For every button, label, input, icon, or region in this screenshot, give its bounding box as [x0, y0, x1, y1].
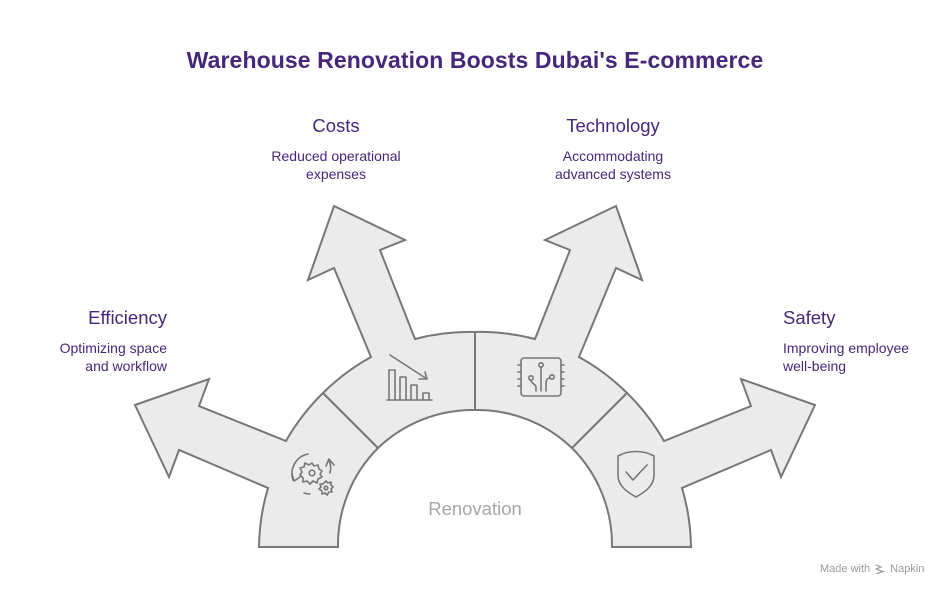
gears-cycle-icon	[291, 453, 335, 496]
segment-safety-shape[interactable]	[570, 377, 817, 548]
segment-technology-label: Technology Accommodating advanced system…	[523, 115, 703, 183]
description-line: advanced systems	[555, 166, 671, 182]
segment-technology-description: Accommodating advanced systems	[523, 147, 703, 183]
segment-costs-label: Costs Reduced operational expenses	[246, 115, 426, 183]
segment-safety-label: Safety Improving employee well-being	[783, 307, 943, 375]
segment-efficiency-heading: Efficiency	[88, 307, 167, 328]
description-line: Optimizing space	[59, 340, 167, 356]
segment-technology-shape[interactable]	[474, 204, 644, 450]
segment-technology-heading: Technology	[566, 115, 660, 136]
segment-efficiency-shape[interactable]	[133, 377, 380, 548]
credit-prefix: Made with	[820, 563, 871, 575]
page-title: Warehouse Renovation Boosts Dubai's E-co…	[186, 47, 764, 73]
segment-safety-heading: Safety	[783, 307, 836, 328]
segment-efficiency-label: Efficiency Optimizing space and workflow	[20, 307, 167, 375]
circuit-chip-icon	[517, 357, 565, 397]
description-line: and workflow	[85, 358, 167, 374]
segment-costs-shape[interactable]	[306, 204, 476, 450]
description-line: Improving employee	[783, 340, 910, 356]
credit-brand: Napkin	[890, 563, 925, 575]
hub-label: Renovation	[428, 498, 522, 519]
segment-costs-heading: Costs	[312, 115, 360, 136]
declining-bar-chart-icon	[386, 354, 433, 401]
description-line: Accommodating	[562, 148, 664, 164]
description-line: expenses	[306, 166, 366, 182]
description-line: Reduced operational	[271, 148, 401, 164]
segment-efficiency-description: Optimizing space and workflow	[20, 339, 167, 375]
segment-costs-description: Reduced operational expenses	[246, 147, 426, 183]
made-with-napkin-credit[interactable]: Made with Napkin	[820, 563, 924, 575]
shield-check-icon	[617, 450, 655, 498]
description-line: well-being	[783, 358, 847, 374]
segment-safety-description: Improving employee well-being	[783, 339, 943, 375]
napkin-logo-icon	[875, 563, 886, 574]
